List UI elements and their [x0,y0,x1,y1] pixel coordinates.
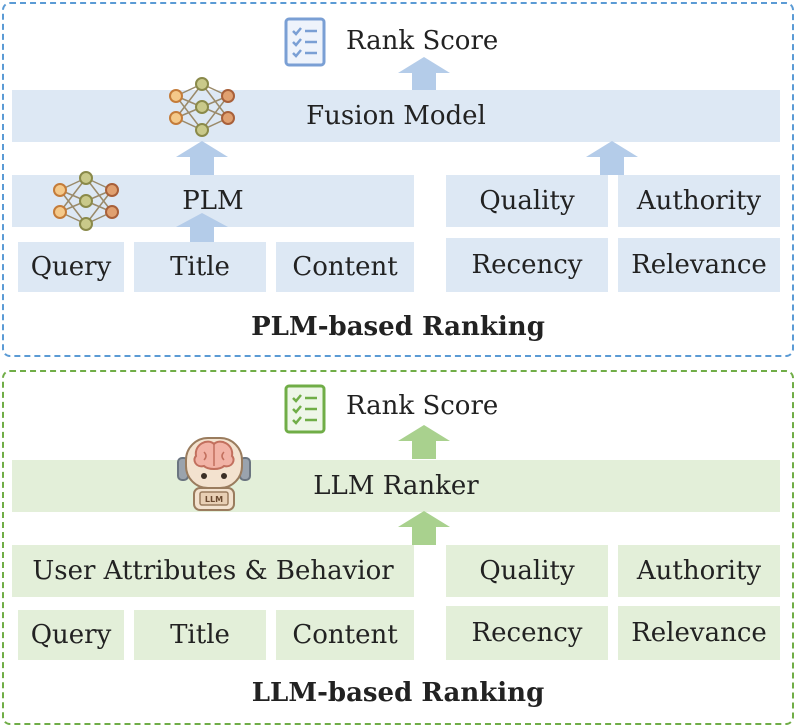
fusion-model-label: Fusion Model [306,101,486,131]
checklist-icon [284,384,326,434]
authority-label: Authority [636,186,762,216]
llm-content-box: Content [276,610,414,660]
content-label: Content [292,620,398,650]
authority-label: Authority [636,556,762,586]
plm-query-box: Query [18,242,124,292]
robot-brain-icon: LLM [177,437,251,511]
arrow-up-icon [176,141,228,175]
content-label: Content [292,252,398,282]
checklist-icon [284,17,326,67]
llm-quality-box: Quality [446,545,608,597]
recency-label: Recency [471,618,583,648]
neural-network-icon [169,77,235,137]
plm-relevance-box: Relevance [618,238,780,292]
query-label: Query [30,620,112,650]
plm-label: PLM [182,186,244,216]
plm-panel [2,2,794,357]
plm-quality-box: Quality [446,175,608,227]
plm-title-box: Title [134,242,266,292]
llm-caption: LLM-based Ranking [251,678,545,708]
relevance-label: Relevance [631,250,767,280]
quality-label: Quality [479,556,575,586]
title-label: Title [170,620,230,650]
llm-ranker-label: LLM Ranker [313,471,479,501]
recency-label: Recency [471,250,583,280]
arrow-up-icon [398,425,450,459]
robot-badge-text: LLM [205,495,223,504]
query-label: Query [30,252,112,282]
llm-recency-box: Recency [446,606,608,660]
plm-caption: PLM-based Ranking [251,312,545,342]
llm-panel [2,370,794,725]
plm-box: PLM [12,175,414,227]
relevance-label: Relevance [631,618,767,648]
llm-rank-score: Rank Score [346,391,499,421]
arrow-up-icon [398,57,450,91]
llm-relevance-box: Relevance [618,606,780,660]
user-attributes-label: User Attributes & Behavior [32,556,394,586]
quality-label: Quality [479,186,575,216]
plm-rank-score: Rank Score [346,26,499,56]
fusion-model-box: Fusion Model [12,90,780,142]
llm-ranker-box: LLM Ranker [12,460,780,512]
llm-authority-box: Authority [618,545,780,597]
arrow-up-icon [586,141,638,175]
arrow-up-icon [398,511,450,545]
neural-network-icon [53,171,119,231]
plm-content-box: Content [276,242,414,292]
user-attributes-box: User Attributes & Behavior [12,545,414,597]
plm-authority-box: Authority [618,175,780,227]
arrow-up-icon [176,213,228,243]
llm-title-box: Title [134,610,266,660]
title-label: Title [170,252,230,282]
plm-recency-box: Recency [446,238,608,292]
llm-query-box: Query [18,610,124,660]
